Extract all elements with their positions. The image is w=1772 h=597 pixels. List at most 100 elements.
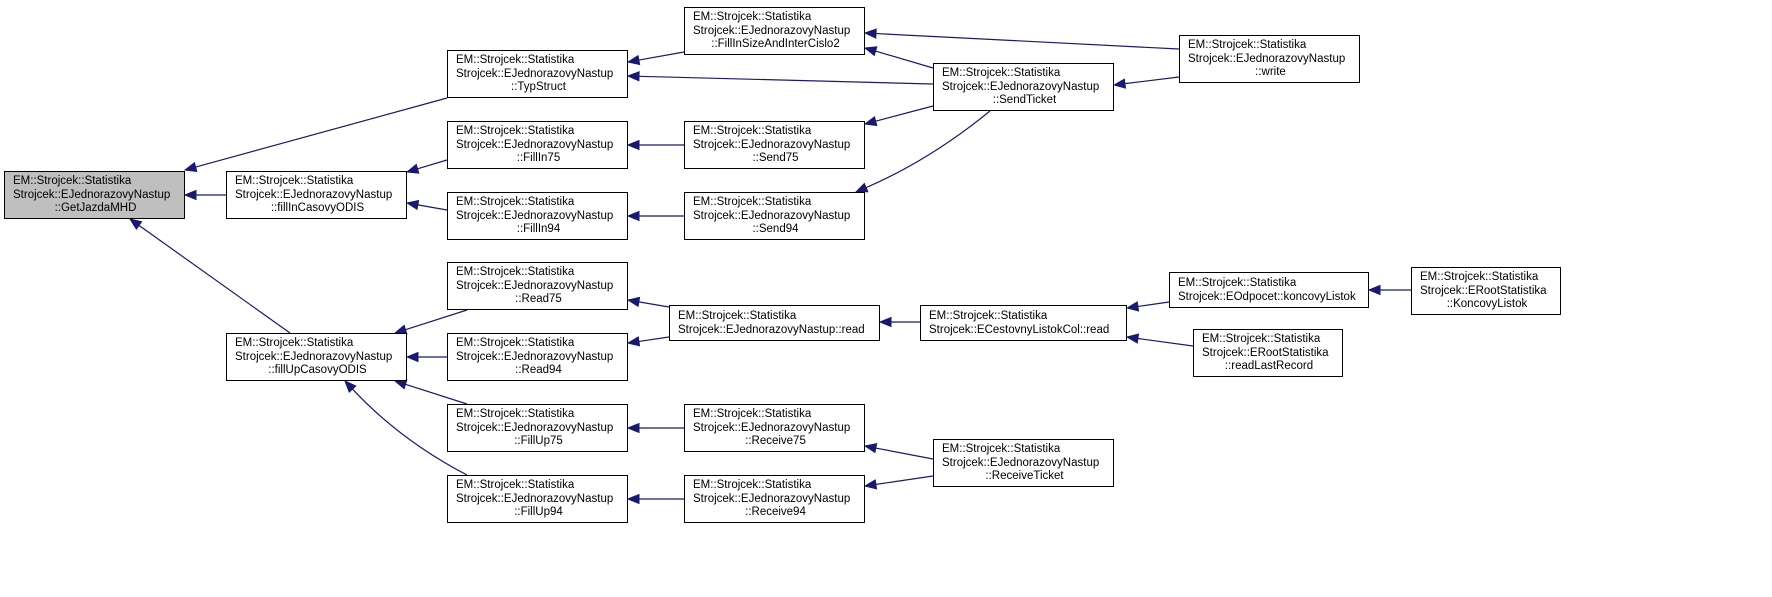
node-label-line: EM::Strojcek::Statistika bbox=[942, 443, 1061, 455]
node-label-line: EM::Strojcek::Statistika bbox=[456, 196, 575, 208]
node-label-line: EM::Strojcek::Statistika bbox=[1420, 271, 1539, 283]
node-label-line: EM::Strojcek::Statistika bbox=[693, 11, 812, 23]
node-label-line: EM::Strojcek::Statistika bbox=[456, 408, 575, 420]
call-edge-Read75-to-fillUpCasovyODIS bbox=[405, 309, 468, 331]
node-label-line: Strojcek::EJednorazovyNastup bbox=[456, 421, 614, 434]
arrowhead-icon bbox=[626, 71, 640, 82]
arrowhead-icon bbox=[183, 161, 198, 173]
node-label-line: ::Receive75 bbox=[745, 435, 806, 447]
node-label-line: EM::Strojcek::Statistika bbox=[456, 54, 575, 66]
node-label-line: Strojcek::EJednorazovyNastup bbox=[235, 188, 393, 201]
call-edge-TypStruct-to-GetJazdaMHD bbox=[195, 97, 448, 168]
node-label-line: ::Send94 bbox=[752, 223, 799, 235]
call-edge-ReceiveTicket-to-Receive75 bbox=[875, 447, 934, 460]
arrowhead-icon bbox=[405, 351, 419, 363]
node-label-line: EM::Strojcek::Statistika bbox=[456, 125, 575, 137]
node-label-line: ::FillInSizeAndInterCislo2 bbox=[711, 38, 840, 50]
node-label-line: Strojcek::ERootStatistika bbox=[1420, 284, 1547, 297]
node-label-line: EM::Strojcek::Statistika bbox=[456, 266, 575, 278]
node-label-line: ::SendTicket bbox=[992, 94, 1057, 106]
call-edge-FillIn75-to-fillInCasovyODIS bbox=[417, 159, 448, 170]
call-edge-write-to-FillInSizeAndInterCislo2 bbox=[875, 32, 1180, 50]
node-label-line: ::GetJazdaMHD bbox=[54, 202, 137, 214]
node-label-line: Strojcek::EJednorazovyNastup bbox=[235, 350, 393, 363]
node-label-line: EM::Strojcek::Statistika bbox=[693, 125, 812, 137]
node-label-line: Strojcek::ERootStatistika bbox=[1202, 346, 1329, 359]
arrowhead-icon bbox=[626, 422, 640, 434]
node-label-line: ::TypStruct bbox=[511, 81, 566, 93]
node-label-line: EM::Strojcek::Statistika bbox=[235, 337, 354, 349]
call-edge-read-to-Read75 bbox=[638, 301, 670, 308]
call-edge-readLastRecord-to-ECestovnyListokColRead bbox=[1137, 337, 1194, 347]
node-label-line: EM::Strojcek::Statistika bbox=[1188, 39, 1307, 51]
node-label-line: ::Send75 bbox=[752, 152, 799, 164]
node-label-line: EM::Strojcek::Statistika bbox=[929, 310, 1048, 322]
arrowhead-icon bbox=[183, 189, 197, 201]
node-label-line: ::fillInCasovyODIS bbox=[270, 202, 365, 214]
arrowhead-icon bbox=[878, 316, 892, 328]
arrowhead-icon bbox=[863, 115, 878, 127]
call-edge-ReceiveTicket-to-Receive94 bbox=[875, 475, 934, 485]
node-label-line: Strojcek::EJednorazovyNastup bbox=[456, 350, 614, 363]
node-label-line: Strojcek::EJednorazovyNastup bbox=[456, 67, 614, 80]
node-label-line: ::fillUpCasovyODIS bbox=[268, 364, 367, 376]
call-edge-SendTicket-to-Send75 bbox=[875, 105, 934, 122]
arrowhead-icon bbox=[626, 139, 640, 151]
call-edge-FillUp94-to-fillUpCasovyODIS bbox=[352, 388, 468, 476]
node-label-line: EM::Strojcek::Statistika bbox=[693, 408, 812, 420]
node-label-line: Strojcek::EJednorazovyNastup bbox=[456, 138, 614, 151]
call-edge-SendTicket-to-TypStruct bbox=[638, 75, 934, 85]
call-edge-FillInSizeAndInterCislo2-to-TypStruct bbox=[638, 51, 685, 61]
node-label-line: Strojcek::EJednorazovyNastup bbox=[13, 188, 171, 201]
arrowhead-icon bbox=[863, 46, 878, 57]
node-label-line: Strojcek::EJednorazovyNastup::read bbox=[678, 323, 865, 336]
call-edge-write-to-SendTicket bbox=[1124, 76, 1180, 85]
arrowhead-icon bbox=[1367, 284, 1381, 296]
arrowhead-icon bbox=[863, 28, 877, 39]
arrowhead-icon bbox=[626, 210, 640, 222]
node-label-line: Strojcek::EJednorazovyNastup bbox=[456, 492, 614, 505]
node-label-line: Strojcek::EJednorazovyNastup bbox=[1188, 52, 1346, 65]
node-label-line: EM::Strojcek::Statistika bbox=[456, 479, 575, 491]
node-label-line: ::FillIn94 bbox=[516, 223, 561, 235]
node-label-line: Strojcek::EJednorazovyNastup bbox=[693, 209, 851, 222]
node-label-line: ::write bbox=[1255, 66, 1286, 78]
node-label-line: EM::Strojcek::Statistika bbox=[1178, 277, 1297, 289]
node-label-line: EM::Strojcek::Statistika bbox=[693, 479, 812, 491]
node-label-line: ::FillUp75 bbox=[514, 435, 563, 447]
arrowhead-icon bbox=[405, 199, 420, 211]
arrowhead-icon bbox=[405, 163, 420, 174]
node-label-line: EM::Strojcek::Statistika bbox=[942, 67, 1061, 79]
arrowhead-icon bbox=[626, 54, 641, 66]
arrowhead-icon bbox=[1125, 333, 1140, 344]
arrowhead-icon bbox=[393, 379, 408, 390]
node-label-line: ::Receive94 bbox=[745, 506, 806, 518]
call-edge-SendTicket-to-Send94 bbox=[865, 110, 991, 189]
node-label-line: Strojcek::EJednorazovyNastup bbox=[456, 209, 614, 222]
arrowhead-icon bbox=[863, 443, 878, 454]
node-label-line: Strojcek::EJednorazovyNastup bbox=[693, 421, 851, 434]
